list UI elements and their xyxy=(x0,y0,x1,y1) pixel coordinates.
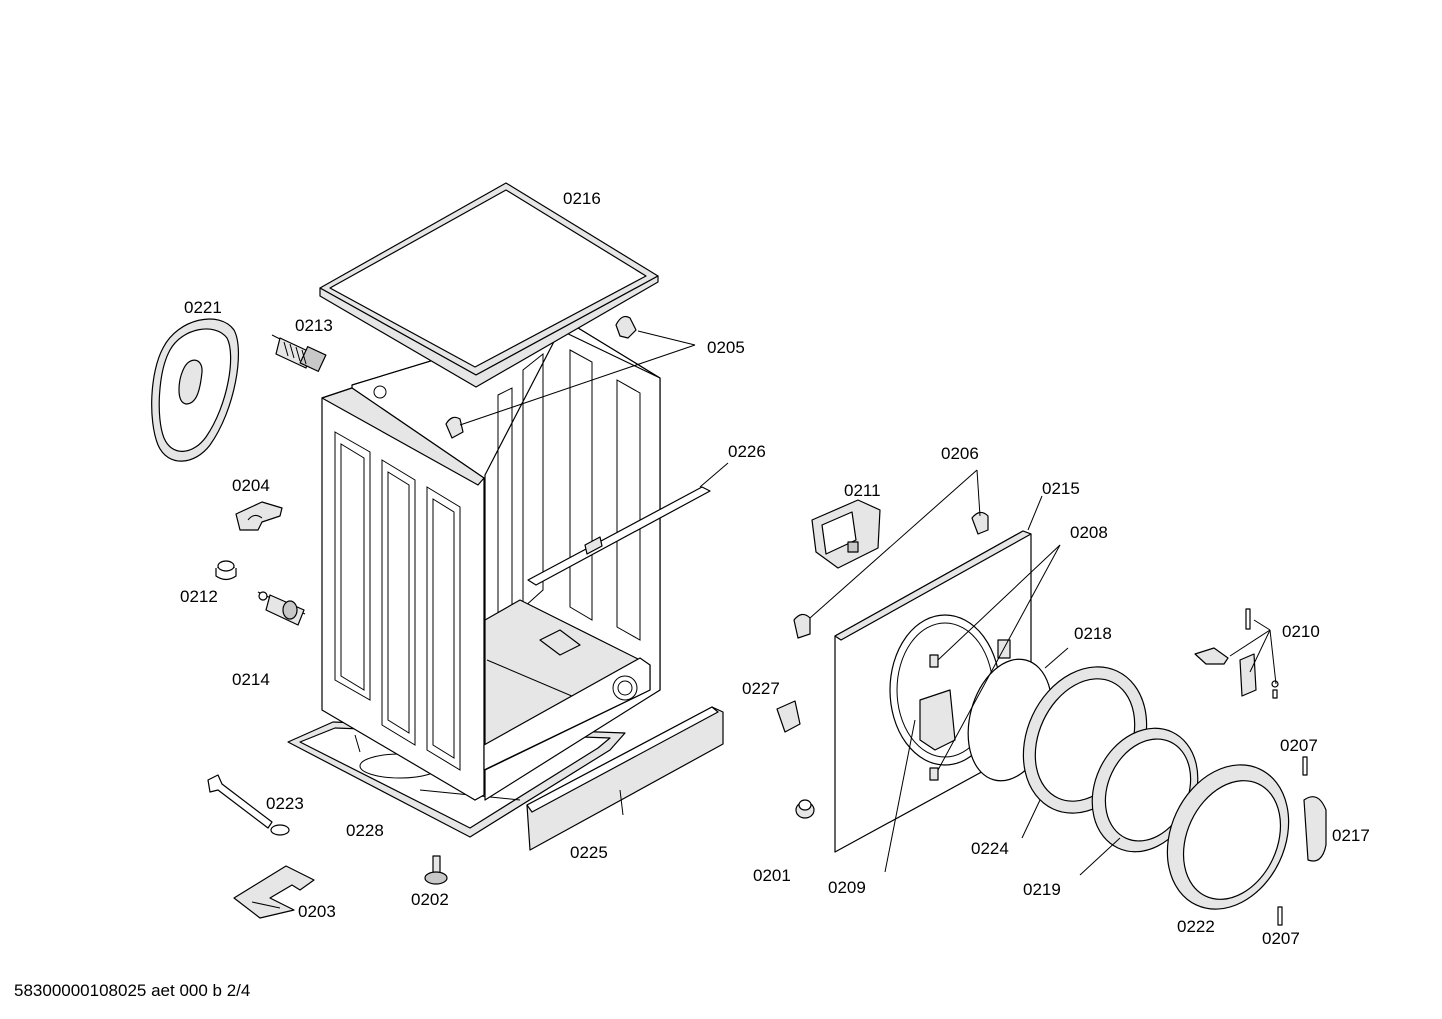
label-0221: 0221 xyxy=(184,298,222,317)
counterweight-part xyxy=(151,318,240,462)
transport-bracket-part xyxy=(233,865,315,919)
label-0209: 0209 xyxy=(828,878,866,897)
label-0223: 0223 xyxy=(266,794,304,813)
label-0222: 0222 xyxy=(1177,917,1215,936)
adjustable-foot-part xyxy=(424,855,448,885)
label-0224: 0224 xyxy=(971,839,1009,858)
door-glass-part xyxy=(1091,727,1199,853)
label-0208: 0208 xyxy=(1070,523,1108,542)
label-0213: 0213 xyxy=(295,316,333,335)
switch-part xyxy=(776,700,801,733)
door-inner-ring-part xyxy=(1166,764,1290,910)
callout-labels: 0216 0221 0213 0205 0226 0204 0212 0214 … xyxy=(180,189,1370,948)
label-0225: 0225 xyxy=(570,843,608,862)
clip-part xyxy=(235,501,283,531)
shock-absorber-part xyxy=(271,334,327,372)
door-lock-part xyxy=(811,499,881,569)
drawing-reference: 58300000108025 aet 000 b 2/4 xyxy=(14,981,251,1000)
door-handle-part xyxy=(1303,796,1327,862)
top-cover-part xyxy=(319,182,659,388)
cabinet-frame-part xyxy=(321,319,661,801)
label-0205: 0205 xyxy=(707,338,745,357)
label-0207-top: 0207 xyxy=(1280,736,1318,755)
plinth-panel-part xyxy=(526,706,724,851)
label-0214: 0214 xyxy=(232,670,270,689)
label-0227: 0227 xyxy=(742,679,780,698)
leader-lines xyxy=(459,330,1277,876)
label-0226: 0226 xyxy=(728,442,766,461)
cross-strap-part xyxy=(527,486,711,586)
label-0204: 0204 xyxy=(232,476,270,495)
latch-clip-part xyxy=(793,511,989,639)
foot-cap-part xyxy=(215,560,237,581)
label-0211: 0211 xyxy=(844,481,881,500)
label-0218: 0218 xyxy=(1074,624,1112,643)
label-0228: 0228 xyxy=(346,821,384,840)
label-0201: 0201 xyxy=(753,866,791,885)
label-0207-bottom: 0207 xyxy=(1262,929,1300,948)
cap-part xyxy=(795,799,815,819)
shock-absorber-lower-part xyxy=(257,591,306,626)
label-0202: 0202 xyxy=(411,890,449,909)
hinge-parts xyxy=(1194,608,1279,699)
label-0203: 0203 xyxy=(298,902,336,921)
hinge-clip-part xyxy=(445,315,637,439)
hinge-pin-part xyxy=(1277,756,1308,926)
label-0216: 0216 xyxy=(563,189,601,208)
label-0217: 0217 xyxy=(1332,826,1370,845)
label-0215: 0215 xyxy=(1042,479,1080,498)
wrench-part xyxy=(207,774,290,836)
label-0219: 0219 xyxy=(1023,880,1061,899)
label-0206: 0206 xyxy=(941,444,979,463)
label-0210: 0210 xyxy=(1282,622,1320,641)
label-0212: 0212 xyxy=(180,587,218,606)
